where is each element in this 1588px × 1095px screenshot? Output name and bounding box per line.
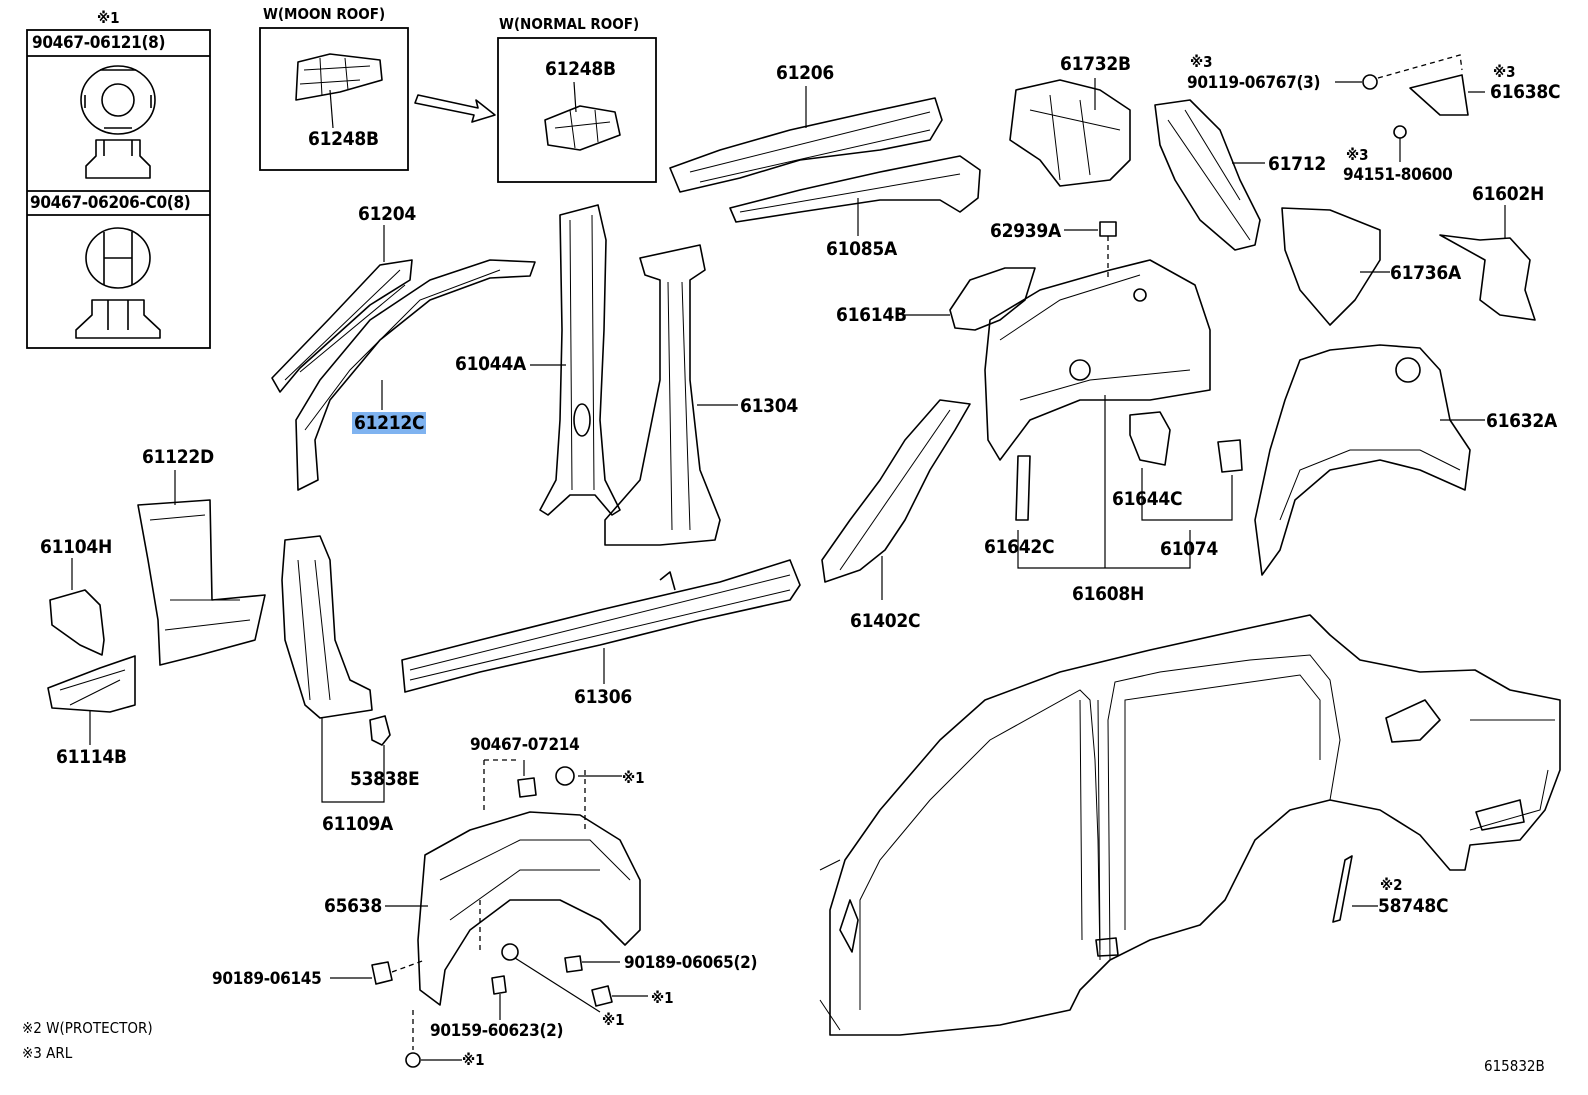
rocker-panel bbox=[401, 559, 801, 693]
label-61109A[interactable]: 61109A bbox=[322, 813, 393, 835]
clip-box-note: ※1 bbox=[97, 9, 120, 27]
label-61104H[interactable]: 61104H bbox=[40, 536, 112, 558]
label-61085A[interactable]: 61085A bbox=[826, 238, 897, 260]
label-61304[interactable]: 61304 bbox=[740, 395, 798, 417]
label-61602H[interactable]: 61602H bbox=[1472, 183, 1544, 205]
clip-top-part-number[interactable]: 90467-06121(8) bbox=[32, 33, 166, 53]
rear-pillar-lower bbox=[821, 399, 971, 600]
note-61638C: ※3 bbox=[1493, 63, 1516, 81]
label-62939A[interactable]: 62939A bbox=[990, 220, 1061, 242]
label-61732B[interactable]: 61732B bbox=[1060, 53, 1131, 75]
label-90467-07214[interactable]: 90467-07214 bbox=[470, 735, 580, 755]
note-clip-1: ※1 bbox=[622, 769, 645, 787]
quarter-inner-parts bbox=[1009, 54, 1485, 251]
label-61306[interactable]: 61306 bbox=[574, 686, 632, 708]
normal-roof-box bbox=[497, 37, 657, 183]
label-61644C[interactable]: 61644C bbox=[1112, 488, 1183, 510]
label-61122D[interactable]: 61122D bbox=[142, 446, 214, 468]
label-61632A[interactable]: 61632A bbox=[1486, 410, 1557, 432]
label-58748C[interactable]: 58748C bbox=[1378, 895, 1449, 917]
label-90189-06065[interactable]: 90189-06065(2) bbox=[624, 953, 758, 973]
note-94151: ※3 bbox=[1346, 146, 1369, 164]
label-61114B[interactable]: 61114B bbox=[56, 746, 127, 768]
label-61638C[interactable]: 61638C bbox=[1490, 81, 1561, 103]
label-61642C[interactable]: 61642C bbox=[984, 536, 1055, 558]
label-61044A[interactable]: 61044A bbox=[455, 353, 526, 375]
label-61206[interactable]: 61206 bbox=[776, 62, 834, 84]
legend-note-2: ※2 W(PROTECTOR) bbox=[22, 1019, 153, 1037]
body-side-outer bbox=[819, 614, 1561, 1036]
front-pillar-lower bbox=[281, 535, 391, 803]
note-clip-2: ※1 bbox=[651, 989, 674, 1007]
protector-strip bbox=[1332, 855, 1378, 923]
legend-note-3: ※3 ARL bbox=[22, 1044, 73, 1062]
fender-liner bbox=[330, 759, 648, 1068]
b-pillar-inner bbox=[530, 204, 621, 516]
label-61712[interactable]: 61712 bbox=[1268, 153, 1326, 175]
moon-roof-part-number[interactable]: 61248B bbox=[308, 128, 379, 150]
roof-rail-parts bbox=[669, 86, 981, 236]
wheelhouse-parts bbox=[905, 221, 1243, 569]
note-clip-3: ※1 bbox=[602, 1011, 625, 1029]
note-clip-4: ※1 bbox=[462, 1051, 485, 1069]
label-61212C-highlighted[interactable]: 61212C bbox=[352, 412, 427, 434]
label-61614B[interactable]: 61614B bbox=[836, 304, 907, 326]
highlighted-part-number[interactable]: 61212C bbox=[352, 412, 427, 434]
label-90119-06767[interactable]: 90119-06767(3) bbox=[1187, 73, 1321, 93]
label-61074[interactable]: 61074 bbox=[1160, 538, 1218, 560]
clip-bottom-part-number[interactable]: 90467-06206-C0(8) bbox=[30, 193, 191, 213]
moon-roof-box bbox=[259, 27, 496, 171]
normal-roof-title: W(NORMAL ROOF) bbox=[499, 15, 640, 33]
note-90119: ※3 bbox=[1190, 53, 1213, 71]
label-65638[interactable]: 65638 bbox=[324, 895, 382, 917]
label-90189-06145[interactable]: 90189-06145 bbox=[212, 969, 322, 989]
normal-roof-part-number[interactable]: 61248B bbox=[545, 58, 616, 80]
diagram-id-code: 615832B bbox=[1484, 1057, 1545, 1075]
clip-reference-box bbox=[26, 29, 211, 349]
label-94151-80600[interactable]: 94151-80600 bbox=[1343, 165, 1453, 185]
label-61402C[interactable]: 61402C bbox=[850, 610, 921, 632]
label-61608H[interactable]: 61608H bbox=[1072, 583, 1144, 605]
b-pillar-outer bbox=[604, 244, 738, 546]
note-58748C: ※2 bbox=[1380, 876, 1403, 894]
label-90159-60623[interactable]: 90159-60623(2) bbox=[430, 1021, 564, 1041]
moon-roof-title: W(MOON ROOF) bbox=[263, 5, 386, 23]
label-61736A[interactable]: 61736A bbox=[1390, 262, 1461, 284]
front-pillar-parts bbox=[271, 225, 536, 491]
front-lower-parts bbox=[47, 470, 266, 745]
label-61204[interactable]: 61204 bbox=[358, 203, 416, 225]
label-53838E[interactable]: 53838E bbox=[350, 768, 420, 790]
rear-quarter-parts bbox=[1254, 205, 1536, 576]
